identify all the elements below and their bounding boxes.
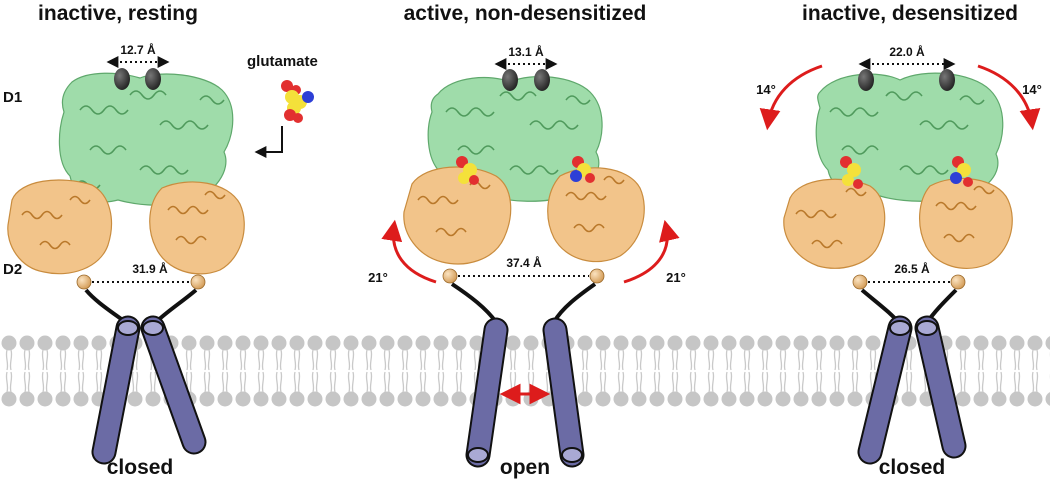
panel-inactive-resting: inactive, resting <box>7 2 245 479</box>
d1-distance-label: 12.7 Å <box>120 42 156 57</box>
d2-domain-right <box>149 181 245 275</box>
bound-glutamate-left <box>456 156 479 185</box>
d1-marker-right <box>939 69 955 91</box>
linker-right <box>552 282 597 324</box>
rotation-angle-left: 14° <box>756 82 776 97</box>
d1-marker-right <box>145 68 161 90</box>
rotation-angle-right: 14° <box>1022 82 1042 97</box>
d2-distance-label: 26.5 Å <box>894 261 930 276</box>
panel-inactive-desensitized: inactive, desensitized <box>756 2 1042 479</box>
transmembrane-helix-right <box>914 315 967 459</box>
d2-domain-right <box>547 167 645 263</box>
linker-left <box>450 282 498 324</box>
d2-linker-bead-right <box>950 274 966 290</box>
d2-domain-left <box>403 166 512 265</box>
glutamate-label: glutamate <box>247 53 318 70</box>
panel-title: inactive, resting <box>38 2 198 25</box>
channel-state-label: closed <box>879 456 946 479</box>
d2-domain-label: D2 <box>3 261 22 278</box>
d2-linker-bead-left <box>852 274 868 290</box>
bound-glutamate-right <box>570 156 595 183</box>
d2-linker-bead-right <box>190 274 206 290</box>
d2-distance-label: 37.4 Å <box>506 255 542 270</box>
transmembrane-helix-left <box>465 317 509 468</box>
d1-marker-right <box>534 69 550 91</box>
d2-domain-right <box>919 177 1013 269</box>
transmembrane-helix-right <box>542 317 585 468</box>
transmembrane-helix-right <box>140 315 207 455</box>
d1-distance-label: 13.1 Å <box>508 44 544 59</box>
d1-marker-left <box>114 68 130 90</box>
d2-domain-left <box>7 179 113 275</box>
rotation-angle-left: 21° <box>368 270 388 285</box>
panel-title: inactive, desensitized <box>802 2 1018 25</box>
panel-title: active, non-desensitized <box>404 2 647 25</box>
d1-marker-left <box>502 69 518 91</box>
rotation-arrow-right <box>977 64 1041 131</box>
binding-arrow <box>254 126 283 158</box>
d2-linker-bead-left <box>76 274 92 290</box>
d2-linker-bead-right <box>589 268 605 284</box>
bound-glutamate-left <box>840 156 863 189</box>
rotation-arrow-right <box>623 219 680 284</box>
panel-active-non-desensitized: active, non-desensitized <box>368 2 686 479</box>
transmembrane-helix-left <box>91 315 141 465</box>
d1-marker-left <box>858 69 874 91</box>
channel-state-label: closed <box>107 456 174 479</box>
bound-glutamate-right <box>950 156 973 187</box>
glutamate-molecule-icon <box>281 80 314 123</box>
d2-linker-bead-left <box>442 268 458 284</box>
d1-domain-label: D1 <box>3 89 22 106</box>
rotation-arrow-left <box>381 219 437 284</box>
d2-domain-left <box>783 178 886 269</box>
channel-state-label: open <box>500 456 550 479</box>
rotation-arrow-left <box>759 64 823 131</box>
rotation-angle-right: 21° <box>666 270 686 285</box>
transmembrane-helix-left <box>857 315 913 465</box>
d1-distance-label: 22.0 Å <box>889 44 925 59</box>
d1-domain <box>815 72 1004 202</box>
glutamate-legend: glutamate <box>247 53 318 158</box>
d2-distance-label: 31.9 Å <box>132 261 168 276</box>
